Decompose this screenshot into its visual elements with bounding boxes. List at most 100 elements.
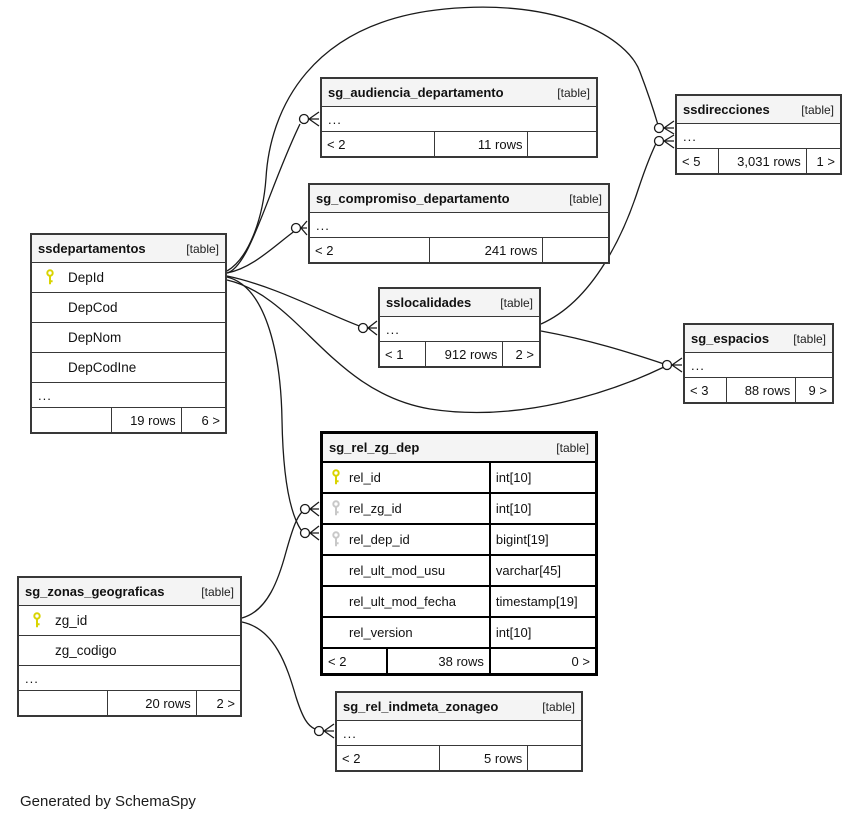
column-row: zg_id [19,606,240,636]
edge-ssdepartamentos-sslocalidades [226,275,363,328]
fk-dot [653,122,665,134]
table-header[interactable]: sg_audiencia_departamento[table] [322,79,596,107]
collapsed-columns-row: ... [310,213,608,238]
fk-dot [299,503,311,515]
column-row: DepId [32,263,225,293]
column-name: rel_ult_mod_fecha [349,594,456,609]
footer-row-count: 241 rows [429,238,542,262]
fk-dot [661,359,673,371]
table-header[interactable]: ssdepartamentos [table] [32,235,225,263]
edge-sslocalidades-sg_espacios [540,330,665,365]
key-slot [19,612,55,629]
fk-dot [313,725,325,737]
key-slot [323,500,349,517]
collapsed-columns-row: ... [19,666,240,691]
column-name: zg_codigo [55,643,117,658]
edge-ssdepartamentos-sg_espacios [226,279,665,414]
table-name: sg_rel_indmeta_zonageo [343,699,499,714]
crowfoot-ssdirecciones-1 [663,120,675,135]
crowfoot-connectors [300,111,683,739]
footer-row-count: 3,031 rows [717,149,806,173]
column-name: DepId [68,270,105,285]
table-tag: [table] [801,102,834,117]
collapsed-columns-row: ... [337,721,581,746]
column-name: rel_zg_id [349,501,402,516]
key-slot [323,531,349,548]
table-tag: [table] [542,699,575,714]
column-name: rel_version [349,625,413,640]
table-node-sg_compromiso_departamento[interactable]: sg_compromiso_departamento[table]... < 2 2… [308,183,610,264]
crowfoot-sg_rel_zg_dep-rel_dep_id [309,525,320,541]
footer-row-count: 88 rows [726,378,795,402]
table-header[interactable]: sg_zonas_geograficas[table] [19,578,240,606]
column-row: DepNom [32,323,225,353]
primary-key-icon [332,469,340,485]
crowfoot-sg_rel_zg_dep-rel_zg_id [309,501,320,517]
table-node-sg_zonas_geograficas[interactable]: sg_zonas_geograficas[table] zg_id zg_codig… [17,576,242,717]
fk-dot [357,322,369,334]
crowfoot-ssdirecciones-2 [663,134,675,149]
column-row: DepCod [32,293,225,323]
footer-row-count: 19 rows [111,408,180,432]
footer-children: 6 > [180,408,225,432]
table-header[interactable]: sslocalidades[table] [380,289,539,317]
footer-children: 9 > [795,378,832,402]
edge-sg_zonas_geograficas-sg_rel_zg_dep [241,511,303,619]
footer-row-count: 20 rows [107,691,195,715]
column-name: rel_ult_mod_usu [349,563,446,578]
table-footer: < 2 241 rows [310,238,608,262]
footer-parents: < 5 [682,153,701,169]
crowfoot-sg_rel_indmeta_zonageo [323,723,335,739]
table-name: sg_rel_zg_dep [329,440,420,455]
table-name: ssdepartamentos [38,241,146,256]
footer-children: 0 > [488,649,595,673]
column-name: zg_id [55,613,88,628]
footer-row-count: 38 rows [385,649,489,673]
foreign-key-icon [332,531,340,547]
footer-parents: < 2 [342,750,361,766]
key-slot [32,269,68,286]
footer-parents [32,408,111,432]
edge-ssdepartamentos-ssdirecciones [226,6,659,272]
table-name: sg_audiencia_departamento [328,85,504,100]
table-header[interactable]: sg_espacios[table] [685,325,832,353]
table-header[interactable]: ssdirecciones [table] [677,96,840,124]
footer-parents: < 3 [690,382,709,398]
column-row: rel_ult_mod_usu varchar[45] [323,556,595,587]
footer-parents: < 2 [315,242,334,258]
collapsed-columns-row: ... [685,353,832,378]
collapsed-columns-row: ... [677,124,840,149]
collapsed-columns-row: ... [380,317,539,342]
column-type: varchar[45] [488,556,595,585]
footer-children [527,746,581,770]
table-header[interactable]: sg_compromiso_departamento[table] [310,185,608,213]
table-tag: [table] [793,331,826,346]
foreign-key-icon [332,500,340,516]
table-header[interactable]: sg_rel_zg_dep[table] [323,434,595,463]
table-header[interactable]: sg_rel_indmeta_zonageo [table] [337,693,581,721]
footer-row-count: 912 rows [424,342,503,366]
column-name: DepNom [68,330,122,345]
column-type: timestamp[19] [488,587,595,616]
generated-by-note: Generated by SchemaSpy [20,793,196,810]
table-tag: [table] [186,241,219,256]
table-name: ssdirecciones [683,102,770,117]
edge-ssdepartamentos-sg_compromiso_departamento [226,229,297,274]
